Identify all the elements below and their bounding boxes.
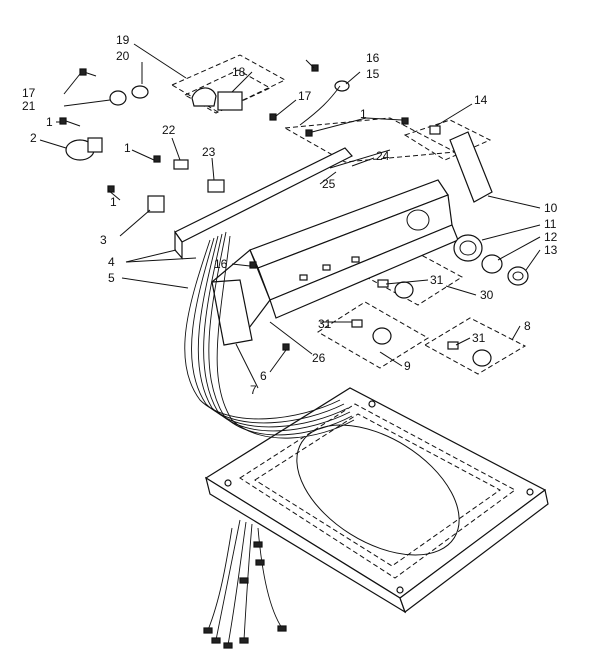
label-16-top: 16 xyxy=(366,51,380,65)
label-23: 23 xyxy=(202,145,216,159)
top-cabinet xyxy=(204,387,549,614)
label-1-left: 1 xyxy=(46,115,53,129)
label-31-box9: 31 xyxy=(318,317,332,331)
label-13: 13 xyxy=(544,243,558,257)
label-3: 3 xyxy=(100,233,107,247)
small-parts xyxy=(59,64,529,367)
label-19: 19 xyxy=(116,33,130,47)
label-20: 20 xyxy=(116,49,130,63)
label-24: 24 xyxy=(376,149,390,163)
label-16-mid: 16 xyxy=(214,257,228,271)
label-7: 7 xyxy=(250,383,257,397)
label-10: 10 xyxy=(544,201,558,215)
label-5: 5 xyxy=(108,271,115,285)
part-labels: 19 20 18 17 21 1 2 22 1 23 1 3 4 5 16 6 … xyxy=(22,33,558,397)
label-9: 9 xyxy=(404,359,411,373)
wire-harness xyxy=(184,231,355,649)
label-17-left: 17 xyxy=(22,86,36,100)
label-22: 22 xyxy=(162,123,176,137)
label-14: 14 xyxy=(474,93,488,107)
label-12: 12 xyxy=(544,230,558,244)
label-6: 6 xyxy=(260,369,267,383)
label-21: 21 xyxy=(22,99,36,113)
label-25: 25 xyxy=(322,177,336,191)
leader-lines xyxy=(39,43,541,389)
label-31-box8: 31 xyxy=(472,331,486,345)
label-4: 4 xyxy=(108,255,115,269)
console-assembly xyxy=(174,147,459,346)
label-15: 15 xyxy=(366,67,380,81)
label-17-mid: 17 xyxy=(298,89,312,103)
label-30: 30 xyxy=(480,288,494,302)
label-1-mid: 1 xyxy=(124,141,131,155)
label-1-lower: 1 xyxy=(110,195,117,209)
label-18: 18 xyxy=(232,65,246,79)
label-31-box30: 31 xyxy=(430,273,444,287)
label-1-right: 1 xyxy=(360,107,367,121)
label-8: 8 xyxy=(524,319,531,333)
label-11: 11 xyxy=(544,217,557,231)
label-2: 2 xyxy=(30,131,37,145)
label-26: 26 xyxy=(312,351,326,365)
